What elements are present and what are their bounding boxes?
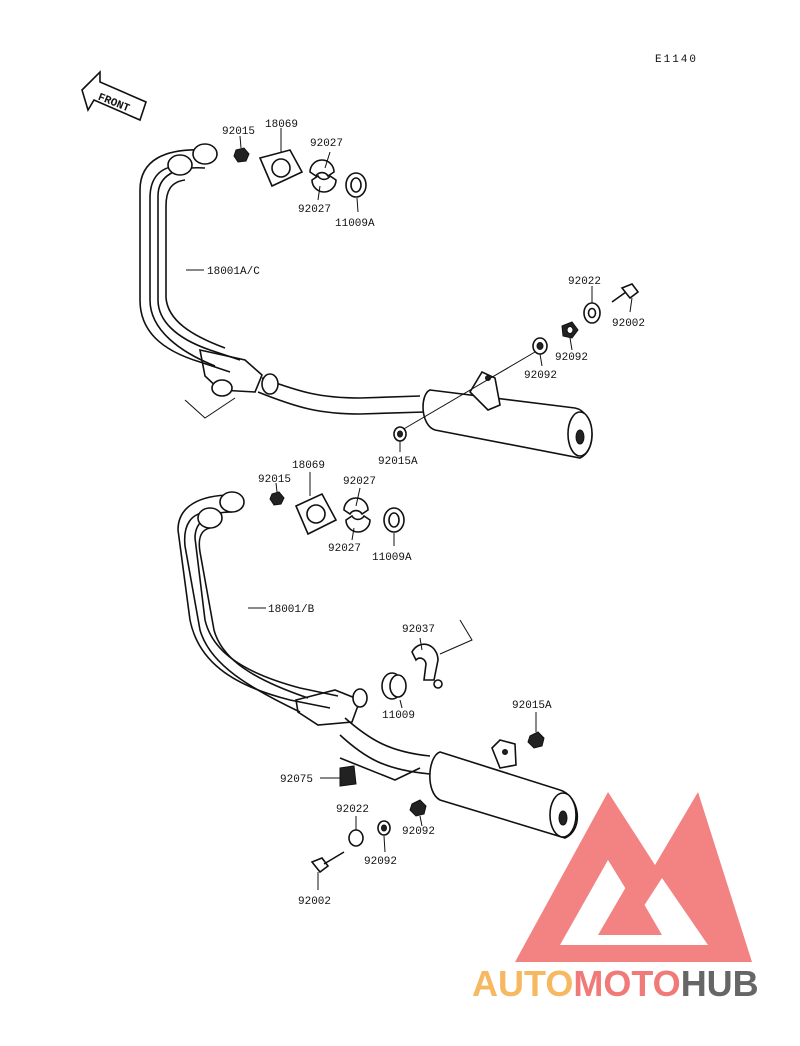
lower-bolt-92002 (310, 851, 345, 890)
watermark-logo (515, 792, 752, 962)
label-upper-bush-92092-b: 92092 (524, 370, 557, 382)
lower-muffler (429, 739, 579, 839)
lower-nut-92015A (527, 712, 545, 749)
watermark-text-auto: AUTO (472, 963, 573, 1004)
label-upper-pipe-18001AC: 18001A/C (207, 266, 260, 278)
lower-exhaust-pipe (177, 491, 431, 781)
lower-bush-92092-mid (409, 799, 427, 827)
label-lower-nut-92015A: 92015A (512, 700, 552, 712)
label-lower-flange-18069: 18069 (292, 460, 325, 472)
lower-clamp-92037 (411, 619, 473, 689)
diagram-code: E1140 (655, 54, 698, 66)
label-lower-gasket-11009: 11009 (382, 710, 415, 722)
label-upper-collar-92027-top: 92027 (310, 138, 343, 150)
watermark-text-moto: MOTO (573, 963, 680, 1004)
label-upper-nut-92015A: 92015A (378, 456, 418, 468)
label-lower-clamp-92037: 92037 (402, 624, 435, 636)
label-upper-gasket-11009A: 11009A (335, 218, 375, 230)
lower-damper-92075 (320, 765, 357, 787)
front-arrow-icon: FRONT (81, 70, 147, 122)
label-lower-damper-92075: 92075 (280, 774, 313, 786)
label-lower-collar-92027-bottom: 92027 (328, 543, 361, 555)
lower-collar-92027 (343, 487, 371, 541)
label-upper-nut-92015: 92015 (222, 126, 255, 138)
upper-bolt-92002 (611, 283, 640, 313)
watermark-triangle-core-icon (598, 880, 662, 935)
lower-washer-92022 (348, 816, 364, 847)
label-upper-bolt-92002: 92002 (612, 318, 645, 330)
label-lower-bush-92092-mid: 92092 (402, 826, 435, 838)
lower-bush-92092-low (377, 820, 391, 853)
upper-flange-18069 (258, 128, 304, 188)
lower-nut-92015 (269, 482, 285, 506)
label-upper-washer-92022: 92022 (568, 276, 601, 288)
upper-collar-92027 (309, 151, 337, 201)
upper-nut-92015 (233, 135, 250, 163)
label-lower-nut-92015: 92015 (258, 474, 291, 486)
upper-gasket-11009A (345, 172, 367, 213)
label-lower-bush-92092-low: 92092 (364, 856, 397, 868)
watermark-triangle-icon (515, 792, 752, 962)
lower-gasket-11009A (383, 507, 405, 546)
label-lower-pipe-18001B: 18001/B (268, 604, 315, 616)
lower-exhaust-assembly (177, 472, 579, 890)
upper-washer-92022 (583, 286, 601, 324)
upper-bush-92092-a (561, 321, 579, 351)
label-lower-washer-92022: 92022 (336, 804, 369, 816)
upper-exhaust-pipe (139, 143, 426, 419)
lower-flange-18069 (294, 472, 338, 536)
label-upper-bush-92092-a: 92092 (555, 352, 588, 364)
upper-bush-92092-b (532, 337, 548, 367)
label-lower-gasket-11009A: 11009A (372, 552, 412, 564)
watermark-text-hub: HUB (681, 963, 759, 1004)
label-lower-bolt-92002: 92002 (298, 896, 331, 908)
label-upper-collar-92027-bottom: 92027 (298, 204, 331, 216)
label-lower-collar-92027-top: 92027 (343, 476, 376, 488)
upper-nut-92015A (393, 426, 407, 452)
upper-exhaust-assembly (139, 128, 640, 459)
lower-gasket-11009 (381, 672, 407, 709)
upper-muffler (422, 370, 593, 459)
watermark-text: AUTOMOTOHUB (472, 963, 759, 1004)
label-upper-flange-18069: 18069 (265, 119, 298, 131)
